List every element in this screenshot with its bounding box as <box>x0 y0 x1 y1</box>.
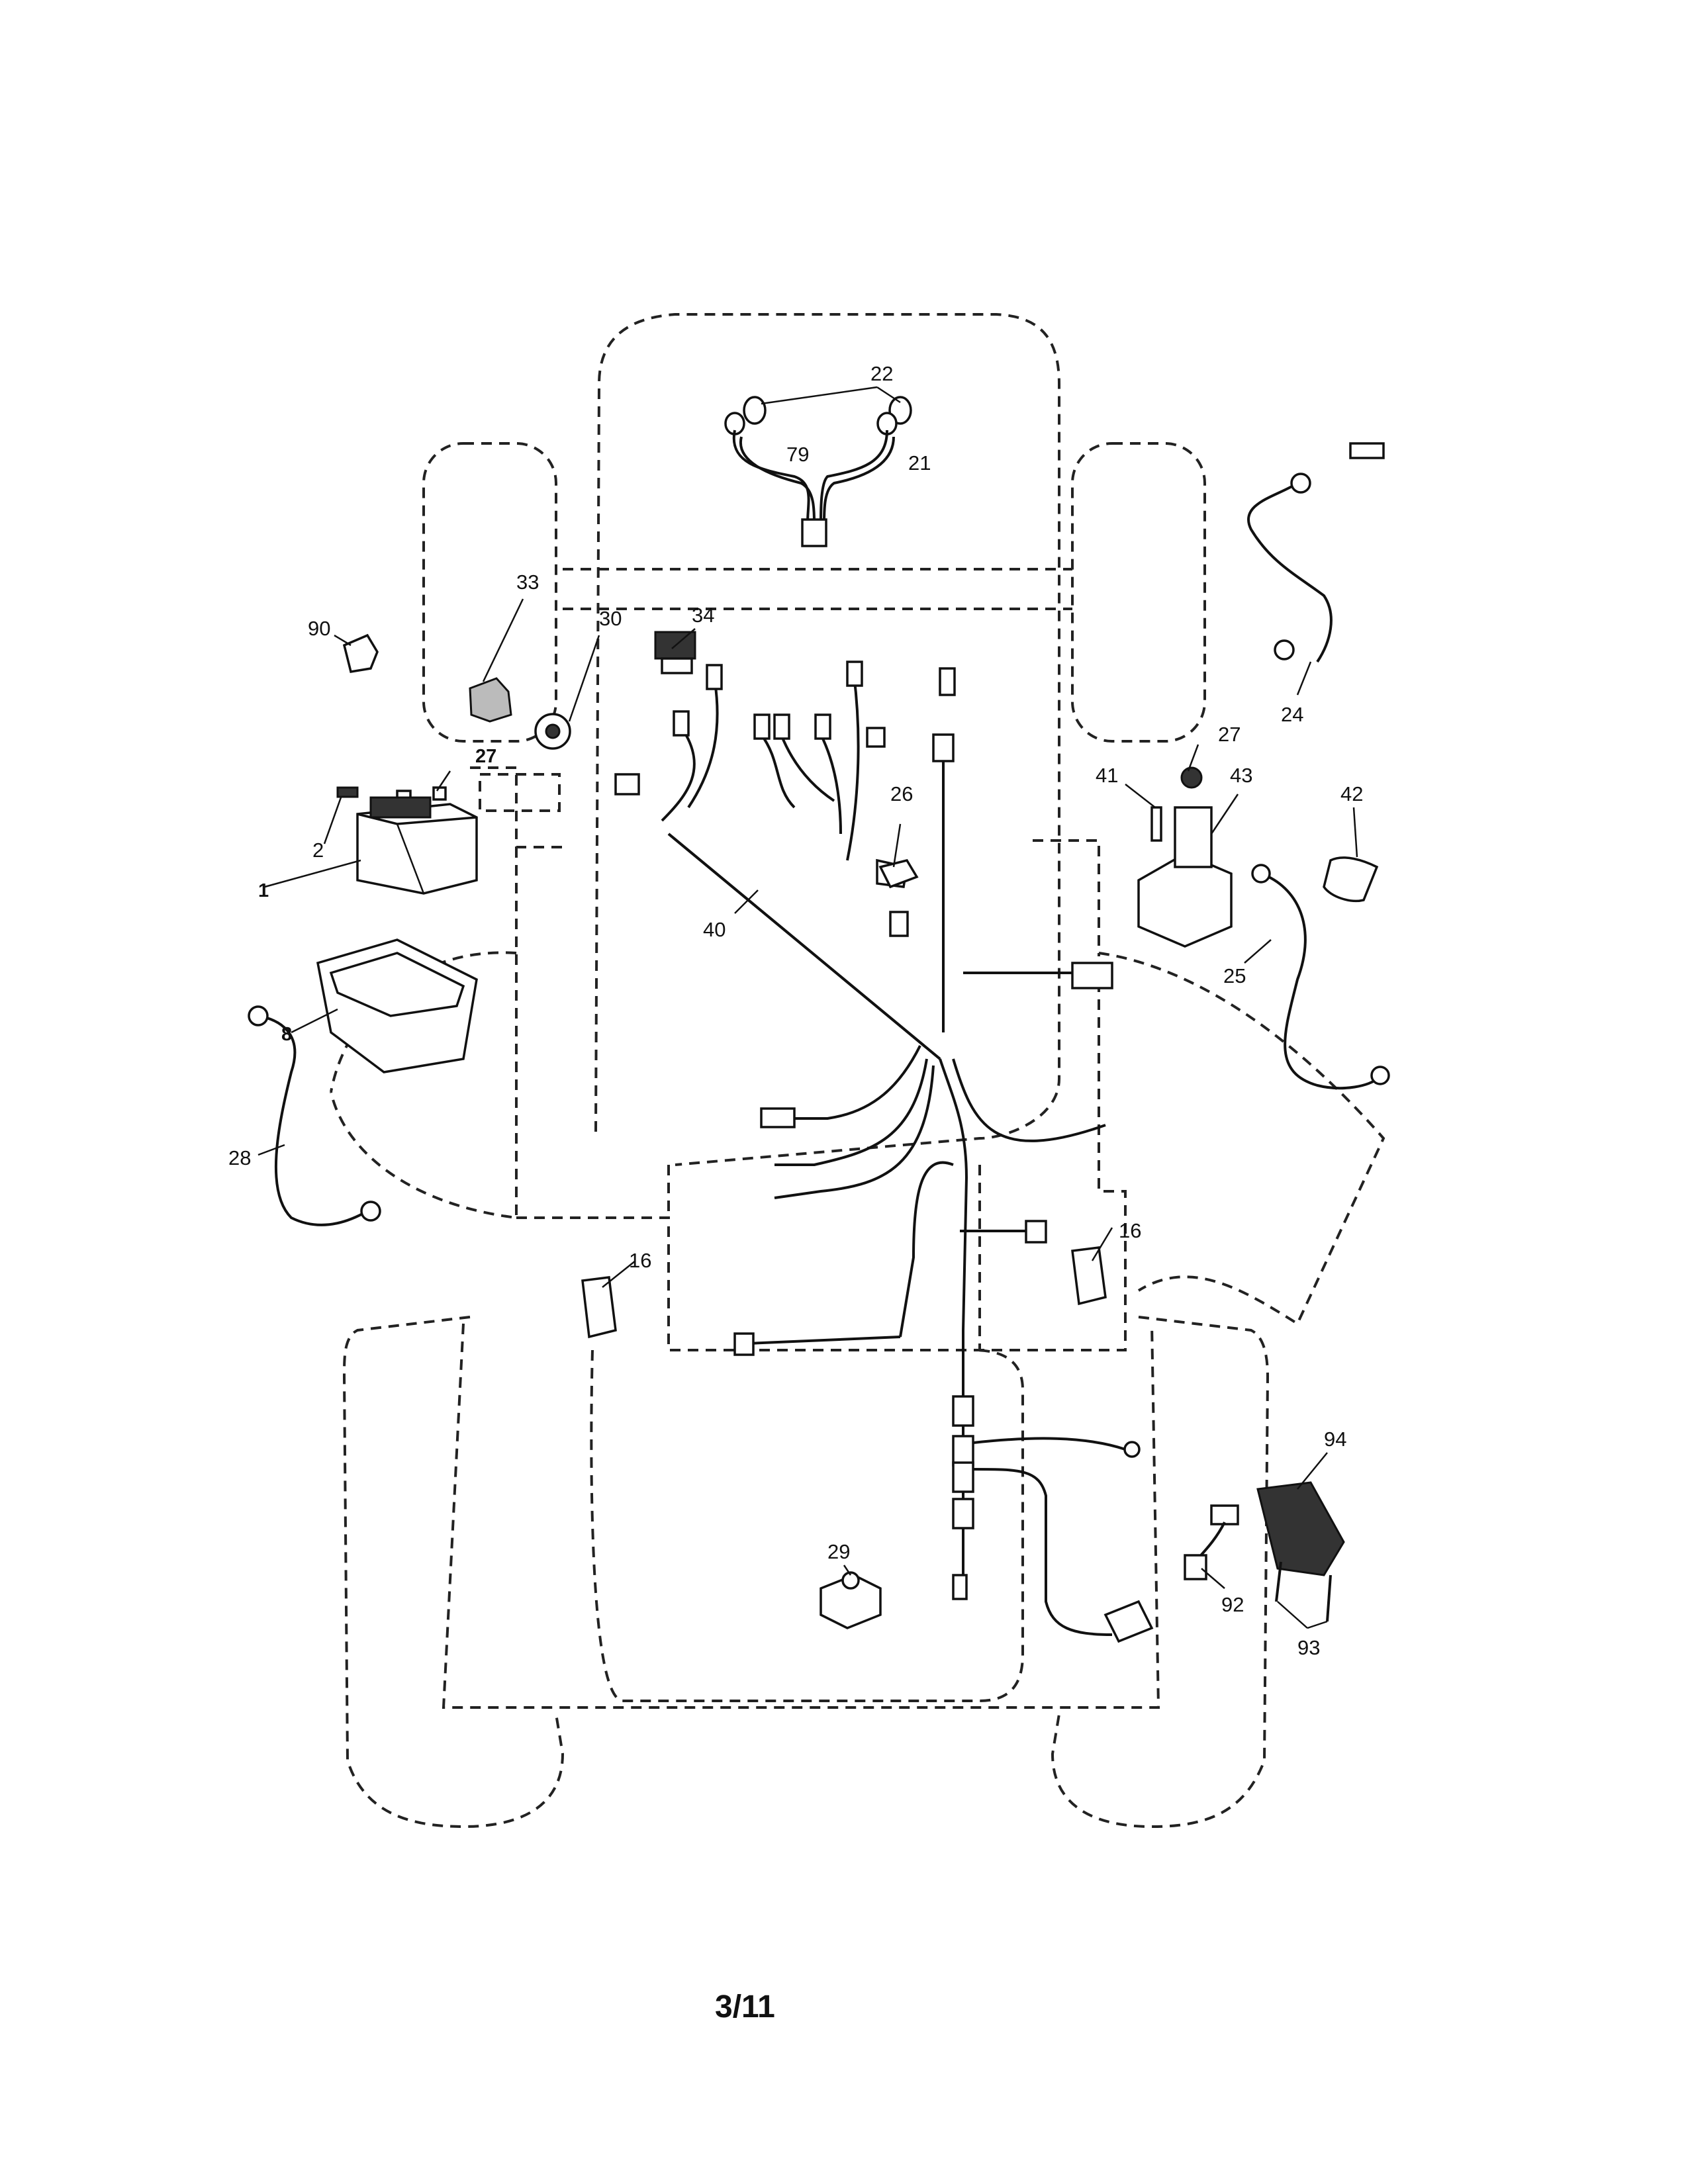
callout-29: 29 <box>827 1540 850 1563</box>
seat-harness <box>952 1330 1154 1643</box>
tractor-outline <box>330 313 1385 1829</box>
callout-21: 21 <box>908 451 931 475</box>
callout-27-battery: 27 <box>475 746 496 767</box>
callout-8: 8 <box>281 1024 292 1045</box>
callout-41: 41 <box>1096 764 1118 787</box>
switches <box>581 858 1107 1629</box>
callout-34: 34 <box>692 604 714 627</box>
callout-30: 30 <box>599 607 622 630</box>
callout-26: 26 <box>890 782 913 805</box>
solenoid <box>1137 766 1379 948</box>
callout-16-right: 16 <box>1119 1219 1141 1242</box>
leader-lines <box>258 598 1358 1629</box>
callout-90: 90 <box>308 617 330 640</box>
module-94 <box>1184 1481 1345 1622</box>
callout-92: 92 <box>1221 1593 1244 1616</box>
callout-33: 33 <box>516 570 539 594</box>
battery <box>336 786 478 895</box>
callout-1: 1 <box>258 880 269 901</box>
battery-tray <box>316 938 478 1073</box>
page-number: 3/11 <box>715 1989 775 2025</box>
cables <box>248 442 1390 1226</box>
callout-42: 42 <box>1340 782 1363 805</box>
callout-40: 40 <box>703 918 726 941</box>
callout-2: 2 <box>312 839 324 862</box>
callout-28: 28 <box>228 1146 251 1169</box>
callout-79: 79 <box>786 443 809 466</box>
ignition-parts <box>342 631 696 750</box>
headlight-harness <box>724 386 912 547</box>
callout-22: 22 <box>870 362 893 385</box>
callout-labels: 22 79 21 33 30 34 90 27 2 1 8 28 26 40 2… <box>228 362 1363 1659</box>
callout-27-solenoid: 27 <box>1218 723 1241 746</box>
callout-94: 94 <box>1324 1428 1346 1451</box>
callout-93: 93 <box>1297 1636 1320 1659</box>
callout-16-left: 16 <box>629 1249 651 1272</box>
callout-43: 43 <box>1230 764 1252 787</box>
callout-25: 25 <box>1223 964 1246 987</box>
callout-24: 24 <box>1281 703 1303 726</box>
main-harness <box>614 660 1113 1356</box>
